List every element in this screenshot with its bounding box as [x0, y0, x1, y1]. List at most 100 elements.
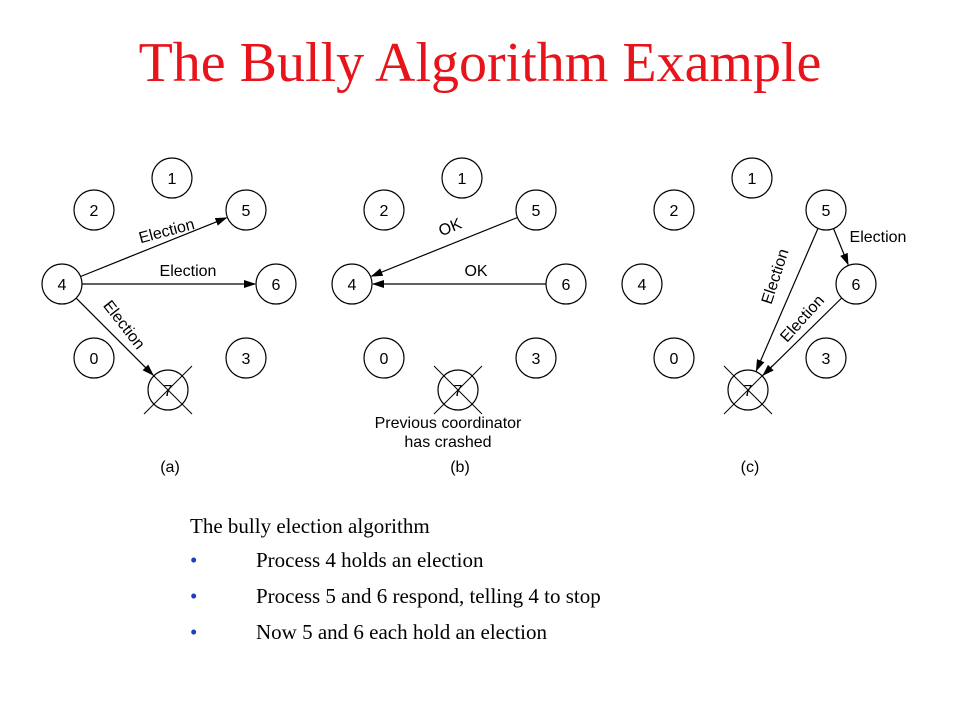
node-label: 1	[458, 171, 467, 188]
node-label: 3	[532, 351, 541, 368]
node-circle	[835, 263, 877, 305]
crashed-cross-icon	[143, 365, 193, 415]
bullet-text: Process 4 holds an election	[256, 548, 484, 572]
node-label: 1	[168, 171, 177, 188]
message-label: OK	[436, 215, 464, 240]
node-circle	[255, 263, 297, 305]
process-node-4: 4	[331, 263, 373, 305]
arrow-line	[75, 297, 154, 376]
node-label: 6	[852, 277, 861, 294]
panel-label: (b)	[450, 459, 470, 476]
node-circle	[515, 189, 557, 231]
node-label: 2	[90, 203, 99, 220]
arrow-line	[80, 217, 228, 278]
node-circle	[441, 157, 483, 199]
bullet-item: • Process 5 and 6 respond, telling 4 to …	[190, 578, 601, 614]
node-label: 3	[242, 351, 251, 368]
process-node-5: 5	[515, 189, 557, 231]
node-label: 2	[380, 203, 389, 220]
process-node-6: 6	[255, 263, 297, 305]
process-node-2: 2	[73, 189, 115, 231]
node-circle	[363, 337, 405, 379]
node-circle	[363, 189, 405, 231]
node-label: 5	[532, 203, 541, 220]
message-arrow: Election	[832, 228, 907, 266]
node-label: 7	[454, 383, 463, 400]
message-label: Election	[850, 229, 907, 246]
node-circle	[515, 337, 557, 379]
node-label: 6	[272, 277, 281, 294]
process-node-1: 1	[151, 157, 193, 199]
node-circle	[653, 337, 695, 379]
node-label: 7	[744, 383, 753, 400]
description-heading: The bully election algorithm	[190, 514, 430, 538]
bullet-icon: •	[190, 548, 198, 572]
process-node-0: 0	[653, 337, 695, 379]
process-node-6: 6	[835, 263, 877, 305]
node-label: 2	[670, 203, 679, 220]
process-node-4: 4	[621, 263, 663, 305]
node-label: 0	[380, 351, 389, 368]
bullet-text: Now 5 and 6 each hold an election	[256, 620, 547, 644]
process-node-4: 4	[41, 263, 83, 305]
process-node-7: 7	[433, 365, 483, 415]
bullet-text: Process 5 and 6 respond, telling 4 to st…	[256, 584, 601, 608]
message-arrow: OK	[372, 263, 546, 288]
node-label: 1	[748, 171, 757, 188]
node-circle	[653, 189, 695, 231]
node-label: 6	[562, 277, 571, 294]
node-circle	[225, 189, 267, 231]
node-circle	[41, 263, 83, 305]
slide-title: The Bully Algorithm Example	[138, 32, 822, 94]
process-node-2: 2	[363, 189, 405, 231]
bullet-icon: •	[190, 620, 198, 644]
process-node-7: 7	[143, 365, 193, 415]
node-label: 0	[90, 351, 99, 368]
node-circle	[805, 337, 847, 379]
arrow-line	[762, 297, 843, 377]
process-node-6: 6	[545, 263, 587, 305]
message-arrow: Election	[82, 263, 256, 288]
process-node-3: 3	[225, 337, 267, 379]
node-label: 3	[822, 351, 831, 368]
process-node-3: 3	[515, 337, 557, 379]
node-circle	[545, 263, 587, 305]
node-label: 0	[670, 351, 679, 368]
node-label: 4	[638, 277, 647, 294]
crashed-cross-icon	[723, 365, 773, 415]
message-label: Election	[160, 263, 217, 280]
crash-note: has crashed	[404, 434, 491, 451]
node-label: 4	[58, 277, 67, 294]
process-node-1: 1	[441, 157, 483, 199]
node-label: 7	[164, 383, 173, 400]
process-node-0: 0	[73, 337, 115, 379]
bullet-item: • Now 5 and 6 each hold an election	[190, 614, 547, 650]
process-node-3: 3	[805, 337, 847, 379]
description: The bully election algorithm • Process 4…	[190, 510, 601, 650]
node-label: 5	[242, 203, 251, 220]
crashed-cross-icon	[433, 365, 483, 415]
node-circle	[73, 337, 115, 379]
bullet-icon: •	[190, 584, 198, 608]
node-circle	[225, 337, 267, 379]
node-circle	[331, 263, 373, 305]
process-node-7: 7	[723, 365, 773, 415]
node-circle	[621, 263, 663, 305]
node-circle	[731, 157, 773, 199]
message-label: Election	[137, 216, 196, 247]
node-label: 5	[822, 203, 831, 220]
node-circle	[73, 189, 115, 231]
arrow-line	[832, 228, 849, 266]
panel-label: (a)	[160, 459, 180, 476]
message-label: OK	[464, 263, 487, 280]
process-node-2: 2	[653, 189, 695, 231]
crash-note: Previous coordinator	[375, 415, 522, 432]
process-node-5: 5	[805, 189, 847, 231]
bullet-list: • Process 4 holds an election • Process …	[190, 542, 601, 650]
process-node-1: 1	[731, 157, 773, 199]
panel-label: (c)	[741, 459, 760, 476]
